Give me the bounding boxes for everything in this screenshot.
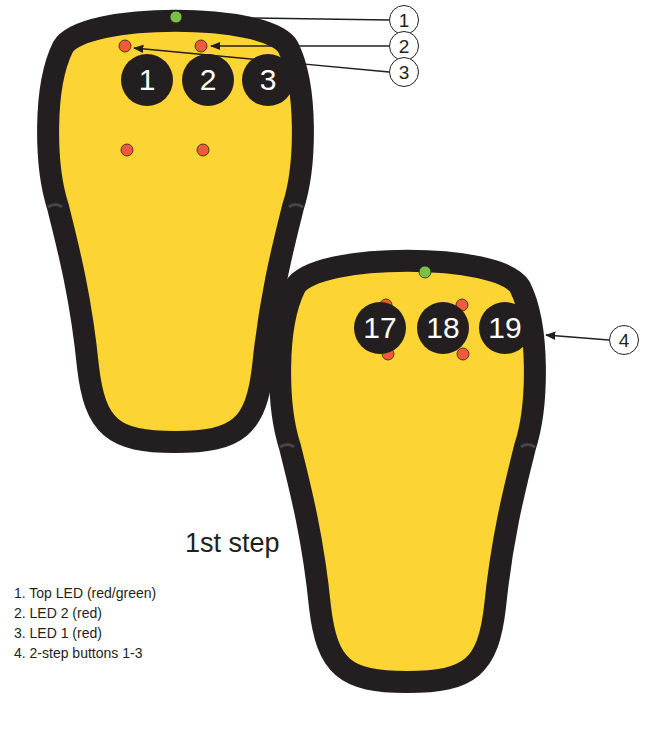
step-title: 1st step — [185, 528, 280, 559]
legend-item: 1. Top LED (red/green) — [14, 585, 156, 601]
button-number: 18 — [426, 313, 459, 343]
legend-item: 2. LED 2 (red) — [14, 605, 102, 621]
callout-number: 2 — [399, 37, 410, 56]
remote-button: 3 — [242, 54, 294, 106]
remote-button: 17 — [354, 302, 406, 354]
remote-button: 2 — [182, 54, 234, 106]
remote-left — [48, 21, 303, 442]
leader-lines — [134, 17, 609, 340]
remote-button: 19 — [479, 302, 531, 354]
remote-button: 1 — [121, 54, 173, 106]
legend-item: 4. 2-step buttons 1-3 — [14, 645, 142, 661]
remote-right — [280, 261, 535, 682]
callout-number: 4 — [619, 331, 630, 350]
button-number: 19 — [488, 313, 521, 343]
button-number: 2 — [200, 65, 217, 95]
button-number: 17 — [363, 313, 396, 343]
callout-number: 4 — [609, 325, 639, 355]
legend-item: 3. LED 1 (red) — [14, 625, 102, 641]
button-number: 3 — [260, 65, 277, 95]
remote-button: 18 — [417, 302, 469, 354]
callout-number: 1 — [399, 11, 410, 30]
callout-number: 3 — [389, 57, 419, 87]
button-number: 1 — [139, 65, 156, 95]
callout-number: 3 — [399, 63, 410, 82]
